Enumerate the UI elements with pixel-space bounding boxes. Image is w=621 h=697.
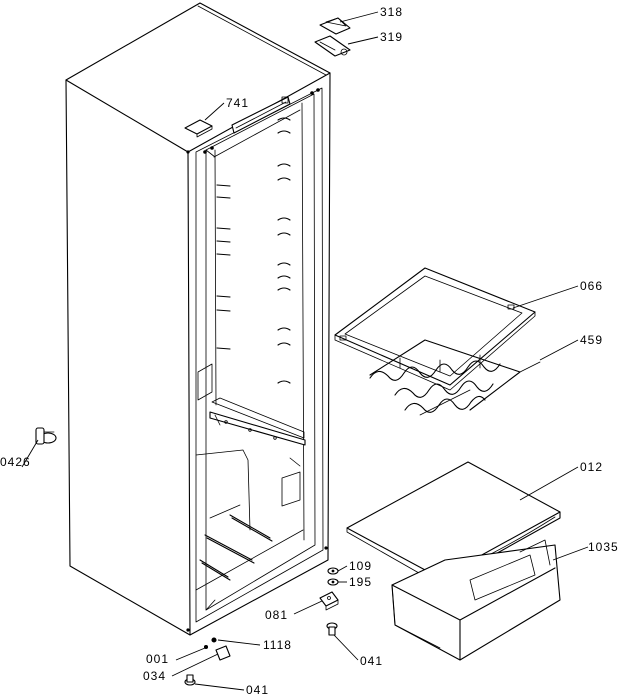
refrigerator-cabinet xyxy=(65,2,331,636)
top-hinge-319 xyxy=(314,35,351,57)
bottle-rack-459 xyxy=(369,339,541,416)
screw-041-upper xyxy=(326,622,338,636)
top-cap-741 xyxy=(184,119,213,138)
label-041-lower: 041 xyxy=(246,683,269,697)
leader-lines xyxy=(21,11,589,691)
label-012: 012 xyxy=(580,460,603,474)
shelf-supports-right xyxy=(277,117,291,384)
label-001: 001 xyxy=(146,652,169,666)
label-741: 741 xyxy=(226,96,249,110)
label-041-upper: 041 xyxy=(360,654,383,668)
adjustable-foot-0426 xyxy=(35,427,57,445)
label-066: 066 xyxy=(580,279,603,293)
label-318: 318 xyxy=(380,5,403,19)
small-parts-lower xyxy=(184,637,231,686)
part-labels: 318 319 741 066 459 012 1035 0426 109 19… xyxy=(0,5,619,697)
label-109: 109 xyxy=(349,559,372,573)
crisper-cover-012 xyxy=(346,461,561,586)
label-319: 319 xyxy=(380,30,403,44)
hinge-cover-318 xyxy=(319,17,351,35)
label-459: 459 xyxy=(580,333,603,347)
label-0426: 0426 xyxy=(0,455,31,469)
glass-shelf-066 xyxy=(334,267,536,391)
label-034: 034 xyxy=(143,669,166,683)
washers-109-195 xyxy=(327,567,339,586)
label-1118: 1118 xyxy=(263,638,292,652)
label-1035: 1035 xyxy=(588,540,619,554)
label-195: 195 xyxy=(349,575,372,589)
crisper-drawer-1035 xyxy=(391,539,561,661)
label-081: 081 xyxy=(265,608,288,622)
bottom-hinge-081 xyxy=(319,591,339,611)
shelf-rails-left xyxy=(216,184,231,350)
